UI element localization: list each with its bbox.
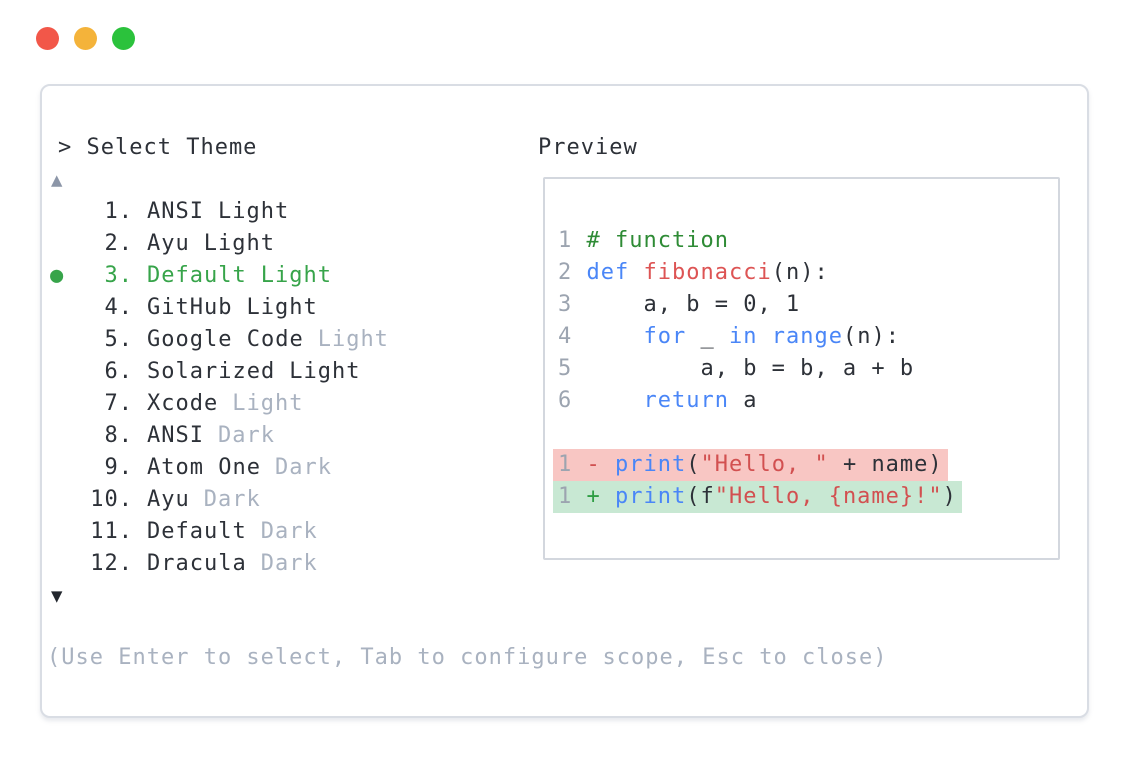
- theme-item-number: 12.: [90, 551, 133, 576]
- code-line: 3 a, b = 0, 1: [558, 292, 801, 317]
- theme-item-variant: Light: [260, 263, 332, 288]
- theme-item-name: GitHub: [147, 295, 233, 320]
- theme-item-name: ANSI: [147, 423, 204, 448]
- theme-item[interactable]: 8. ANSI Dark: [50, 420, 389, 452]
- theme-item[interactable]: 10. Ayu Dark: [50, 484, 389, 516]
- theme-item[interactable]: 6. Solarized Light: [50, 356, 389, 388]
- line-number: 3: [558, 292, 573, 317]
- theme-item[interactable]: 4. GitHub Light: [50, 292, 389, 324]
- theme-item-variant: Light: [232, 391, 304, 416]
- theme-item[interactable]: 1. ANSI Light: [50, 196, 389, 228]
- minimize-button[interactable]: [74, 27, 97, 50]
- theme-item-variant: Light: [317, 327, 389, 352]
- theme-item[interactable]: 9. Atom One Dark: [50, 452, 389, 484]
- window-controls: [36, 27, 135, 50]
- theme-item[interactable]: 7. Xcode Light: [50, 388, 389, 420]
- theme-item[interactable]: 12. Dracula Dark: [50, 548, 389, 580]
- code-line: 1 - print("Hello, " + name): [553, 449, 962, 481]
- theme-item-name: ANSI: [147, 199, 204, 224]
- theme-item-number: 2.: [104, 231, 133, 256]
- theme-item-number: 11.: [90, 519, 133, 544]
- theme-item-variant: Light: [289, 359, 361, 384]
- theme-item-name: Ayu: [147, 487, 190, 512]
- theme-item-variant: Light: [246, 295, 318, 320]
- code-line: 2 def fibonacci(n):: [558, 260, 829, 285]
- theme-item-variant: Light: [203, 231, 275, 256]
- scroll-up-icon[interactable]: ▲: [51, 169, 64, 191]
- line-number: 1: [558, 484, 573, 509]
- code-line: 1 # function: [558, 228, 729, 253]
- maximize-button[interactable]: [112, 27, 135, 50]
- line-number: 1: [558, 228, 573, 253]
- theme-item-name: Solarized: [147, 359, 276, 384]
- theme-item-name: Xcode: [147, 391, 219, 416]
- theme-item-number: 4.: [104, 295, 133, 320]
- theme-item-variant: Dark: [260, 551, 318, 576]
- theme-item-number: 9.: [104, 455, 133, 480]
- keyboard-hint: (Use Enter to select, Tab to configure s…: [47, 645, 888, 670]
- theme-item-number: 1.: [104, 199, 133, 224]
- theme-item[interactable]: 2. Ayu Light: [50, 228, 389, 260]
- theme-item-name: Ayu: [147, 231, 190, 256]
- theme-item-variant: Light: [217, 199, 290, 224]
- code-line: 4 for _ in range(n):: [558, 324, 900, 349]
- theme-item-name: Google Code: [147, 327, 304, 352]
- line-number: 2: [558, 260, 573, 285]
- theme-item-name: Dracula: [147, 551, 247, 576]
- theme-item-number: 6.: [104, 359, 133, 384]
- theme-item[interactable]: 5. Google Code Light: [50, 324, 389, 356]
- code-line: 6 return a: [558, 388, 758, 413]
- theme-item-number: 8.: [104, 423, 133, 448]
- theme-item-name: Default: [147, 519, 247, 544]
- scroll-down-icon[interactable]: ▼: [51, 585, 64, 607]
- theme-item-number: 3.: [104, 263, 133, 288]
- line-number: 6: [558, 388, 573, 413]
- preview-code: 1 # function 2 def fibonacci(n): 3 a, b = …: [553, 225, 962, 513]
- code-line: [558, 417, 962, 449]
- selected-bullet-icon: ●: [50, 263, 65, 288]
- line-number: 4: [558, 324, 573, 349]
- line-number: 1: [558, 452, 573, 477]
- select-theme-prompt: > Select Theme: [58, 135, 258, 160]
- theme-item-variant: Dark: [203, 487, 261, 512]
- close-button[interactable]: [36, 27, 59, 50]
- theme-item[interactable]: 11. Default Dark: [50, 516, 389, 548]
- theme-item-name: Default: [147, 263, 247, 288]
- theme-item-number: 10.: [90, 487, 133, 512]
- theme-item[interactable]: ● 3. Default Light: [50, 260, 389, 292]
- theme-item-variant: Dark: [274, 455, 332, 480]
- preview-label: Preview: [538, 135, 638, 160]
- theme-item-variant: Dark: [217, 423, 275, 448]
- theme-item-number: 7.: [104, 391, 133, 416]
- line-number: 5: [558, 356, 573, 381]
- code-line: 5 a, b = b, a + b: [558, 356, 915, 381]
- theme-item-variant: Dark: [260, 519, 318, 544]
- theme-item-name: Atom One: [147, 455, 261, 480]
- theme-item-number: 5.: [104, 327, 133, 352]
- preview-box: 1 # function 2 def fibonacci(n): 3 a, b = …: [543, 177, 1060, 560]
- code-line: 1 + print(f"Hello, {name}!"): [553, 481, 962, 513]
